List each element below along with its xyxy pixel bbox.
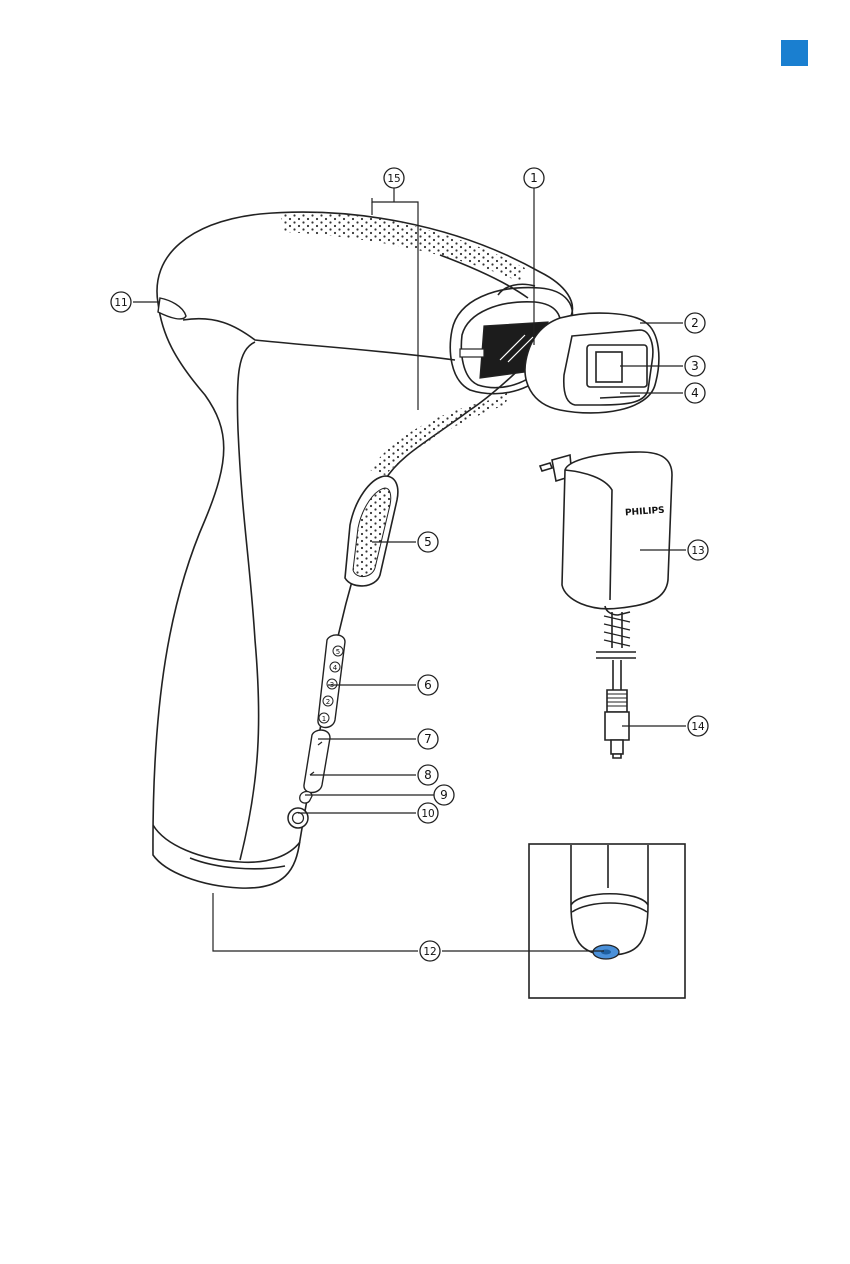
on-off-button[interactable] [288,808,308,828]
safety-system [158,298,186,319]
intensity-level-number: 4 [333,664,338,672]
callout-number: 4 [691,386,699,400]
callout-number: 10 [421,808,434,820]
intensity-level-number: 1 [322,715,326,723]
callout-number: 11 [114,297,127,309]
callout-number: 6 [424,678,432,692]
socket-inset [529,844,685,998]
callout-number: 12 [423,946,436,958]
intensity-level-number: 2 [326,698,330,706]
intensity-level-number: 5 [336,648,340,656]
callout-13: 13 [688,540,708,560]
callout-number: 2 [691,316,699,330]
body-attachment [525,313,659,413]
intensity-lights: 5 4 3 2 1 [318,635,345,728]
intensity-level-4: 4 [330,662,340,672]
callout-15: 15 [384,168,404,188]
callout-14: 14 [688,716,708,736]
intensity-level-5: 5 [333,646,343,656]
callout-number: 13 [691,545,704,557]
callout-number: 5 [424,535,432,549]
ready-to-flash-light [300,792,312,804]
callout-3: 3 [685,356,705,376]
callout-8: 8 [418,765,438,785]
callout-11: 11 [111,292,131,312]
callout-1: 1 [524,168,544,188]
adapter [540,452,672,758]
callout-number: 1 [530,171,538,185]
callout-2: 2 [685,313,705,333]
callout-5: 5 [418,532,438,552]
callout-9: 9 [434,785,454,805]
callout-number: 8 [424,768,432,782]
language-tab[interactable] [781,40,808,66]
flash-button[interactable] [345,476,398,586]
appliance-socket [593,945,619,959]
callout-10: 10 [418,803,438,823]
callout-number: 15 [387,173,400,185]
callout-6: 6 [418,675,438,695]
callout-4: 4 [685,383,705,403]
intensity-level-3: 3 [327,679,337,689]
callout-number: 7 [424,732,432,746]
callout-number: 14 [691,721,705,733]
callout-number: 3 [691,359,699,373]
callout-number: 9 [440,788,448,802]
callout-12: 12 [420,941,440,961]
intensity-level-1: 1 [319,713,329,723]
callout-7: 7 [418,729,438,749]
intensity-level-2: 2 [323,696,333,706]
